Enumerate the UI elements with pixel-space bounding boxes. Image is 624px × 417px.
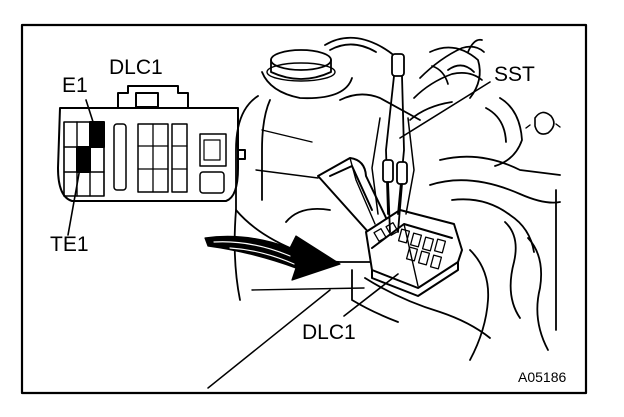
dlc1-installed-connector: [366, 210, 462, 296]
sst-jumper-wire: [372, 54, 414, 232]
dlc1-top-label: DLC1: [109, 56, 163, 79]
e1-leader-line: [86, 100, 95, 128]
te1-label: TE1: [50, 233, 89, 256]
dlc1-cover-flap: [318, 158, 388, 234]
e1-terminal: [90, 122, 104, 147]
dlc1-connector-face: [58, 86, 245, 201]
dlc1-bottom-label: DLC1: [302, 321, 356, 344]
sst-label: SST: [494, 63, 535, 86]
te1-leader-line: [68, 168, 80, 235]
direction-arrow: [205, 236, 340, 280]
e1-label: E1: [62, 74, 88, 97]
figure-code: A05186: [518, 369, 567, 385]
figure-frame: [22, 25, 586, 393]
dlc1-leader-line: [344, 274, 398, 316]
sst-leader-line: [400, 82, 490, 138]
te1-terminal: [77, 147, 90, 172]
hand-illustration: [410, 40, 484, 120]
